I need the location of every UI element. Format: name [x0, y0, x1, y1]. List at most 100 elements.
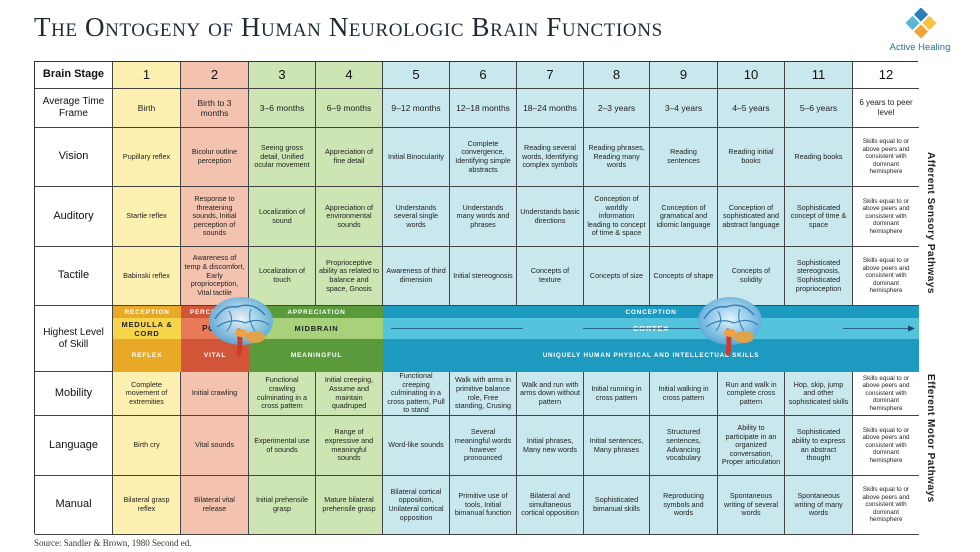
- language-stage-8: Initial sentences, Many phrases: [584, 416, 650, 476]
- mobility-stage-4: Initial creeping, Assume and maintain qu…: [316, 372, 383, 416]
- skill-appreciation: APPRECIATION: [249, 306, 384, 318]
- stage-8: 8: [584, 62, 650, 89]
- manual-stage-1: Bilateral grasp reflex: [113, 476, 181, 535]
- mobility-stage-8: Initial running in cross pattern: [584, 372, 650, 416]
- auditory-stage-11: Sophisticated concept of time & space: [785, 187, 853, 247]
- language-stage-4: Range of expressive and meaningful sound…: [316, 416, 383, 476]
- source-citation: Source: Sandler & Brown, 1980 Second ed.: [34, 538, 192, 548]
- mobility-stage-10: Run and walk in complete cross pattern: [718, 372, 785, 416]
- vision-stage-12: Skills equal to or above peers and consi…: [853, 128, 919, 187]
- auditory-stage-5: Understands several single words: [383, 187, 450, 247]
- vision-stage-2: Bicolur outline perception: [181, 128, 249, 187]
- time-stage-3: 3–6 months: [249, 89, 316, 128]
- mobility-stage-7: Walk and run with arms down without patt…: [517, 372, 584, 416]
- active-healing-logo: Active Healing: [870, 7, 970, 56]
- mobility-stage-12: Skills equal to or above peers and consi…: [853, 372, 919, 416]
- logo-name: Active Healing: [889, 42, 951, 53]
- cortex-arrow-icon: [391, 325, 915, 332]
- manual-stage-4: Mature bilateral prehensile grasp: [316, 476, 383, 535]
- vision-stage-1: Pupillary reflex: [113, 128, 181, 187]
- row-header-auditory: Auditory: [35, 187, 113, 247]
- time-stage-11: 5–6 years: [785, 89, 853, 128]
- auditory-stage-7: Understands basic directions: [517, 187, 584, 247]
- vision-stage-7: Reading several words, Identifying compl…: [517, 128, 584, 187]
- language-stage-9: Structured sentences, Advancing vocabula…: [650, 416, 718, 476]
- tactile-stage-12: Skills equal to or above peers and consi…: [853, 247, 919, 306]
- tactile-stage-6: Initial stereognosis: [450, 247, 517, 306]
- stage-9: 9: [650, 62, 718, 89]
- manual-stage-5: Bilateral cortical opposition, Unilatera…: [383, 476, 450, 535]
- row-header-manual: Manual: [35, 476, 113, 535]
- stage-10: 10: [718, 62, 785, 89]
- row-header-skill: Highest Level of Skill: [35, 306, 113, 372]
- stage-2: 2: [181, 62, 249, 89]
- mobility-stage-1: Complete movement of extremities: [113, 372, 181, 416]
- stage-1: 1: [113, 62, 181, 89]
- vision-stage-10: Reading initial books: [718, 128, 785, 187]
- manual-stage-3: Initial prehensile grasp: [249, 476, 316, 535]
- vision-stage-6: Complete convergence, Identifying simple…: [450, 128, 517, 187]
- language-stage-5: Word-like sounds: [383, 416, 450, 476]
- manual-stage-2: Bilateral vital release: [181, 476, 249, 535]
- tactile-stage-3: Localization of touch: [249, 247, 316, 306]
- logo-mark-icon: [905, 7, 937, 39]
- vision-stage-11: Reading books: [785, 128, 853, 187]
- stage-12: 12: [853, 62, 919, 89]
- mobility-stage-11: Hop, skip, jump and other sophisticated …: [785, 372, 853, 416]
- tactile-stage-9: Concepts of shape: [650, 247, 718, 306]
- manual-stage-12: Skills equal to or above peers and consi…: [853, 476, 919, 535]
- tactile-stage-5: Awareness of third dimension: [383, 247, 450, 306]
- time-stage-6: 12–18 months: [450, 89, 517, 128]
- auditory-stage-2: Response to threatening sounds, Initial …: [181, 187, 249, 247]
- manual-stage-10: Spontaneous writing of several words: [718, 476, 785, 535]
- vision-stage-9: Reading sentences: [650, 128, 718, 187]
- stage-6: 6: [450, 62, 517, 89]
- manual-stage-11: Spontaneous writing of many words: [785, 476, 853, 535]
- time-stage-1: Birth: [113, 89, 181, 128]
- brain-right-icon: [698, 297, 762, 356]
- language-stage-7: Initial phrases, Many new words: [517, 416, 584, 476]
- tactile-stage-7: Concepts of texture: [517, 247, 584, 306]
- vision-stage-3: Seeing gross detail, Unified ocular move…: [249, 128, 316, 187]
- time-stage-8: 2–3 years: [584, 89, 650, 128]
- skill-reception: RECEPTION: [113, 306, 181, 318]
- skill-uniquely-human: UNIQUELY HUMAN PHYSICAL AND INTELLECTUAL…: [383, 339, 919, 372]
- mobility-stage-9: Initial walking in cross pattern: [650, 372, 718, 416]
- vision-stage-8: Reading phrases, Reading many words: [584, 128, 650, 187]
- row-header-stage: Brain Stage: [35, 62, 113, 89]
- skill-meaningful: MEANINGFUL: [249, 339, 384, 372]
- manual-stage-9: Reproducing symbols and words: [650, 476, 718, 535]
- mobility-stage-6: Walk with arms in primitive balance role…: [450, 372, 517, 416]
- row-header-time: Average Time Frame: [35, 89, 113, 128]
- row-header-mobility: Mobility: [35, 372, 113, 416]
- language-stage-6: Several meaningful words however pronoun…: [450, 416, 517, 476]
- tactile-stage-10: Concepts of solidity: [718, 247, 785, 306]
- auditory-stage-9: Conception of gramatical and idiomic lan…: [650, 187, 718, 247]
- time-stage-2: Birth to 3 months: [181, 89, 249, 128]
- time-stage-12: 6 years to peer level: [853, 89, 919, 128]
- mobility-stage-3: Functional crawling culminating in a cro…: [249, 372, 316, 416]
- language-stage-1: Birth cry: [113, 416, 181, 476]
- stage-7: 7: [517, 62, 584, 89]
- tactile-stage-1: Babinski reflex: [113, 247, 181, 306]
- page-title: The Ontogeny of Human Neurologic Brain F…: [34, 12, 663, 42]
- stage-11: 11: [785, 62, 853, 89]
- vision-stage-5: Initial Binocularity: [383, 128, 450, 187]
- efferent-label: Efferent Motor Pathways: [925, 374, 936, 503]
- time-stage-7: 18–24 months: [517, 89, 584, 128]
- skill-conception: CONCEPTION: [383, 306, 919, 318]
- language-stage-3: Experimental use of sounds: [249, 416, 316, 476]
- row-header-tactile: Tactile: [35, 247, 113, 306]
- time-stage-5: 9–12 months: [383, 89, 450, 128]
- language-stage-10: Ability to participate in an organized c…: [718, 416, 785, 476]
- row-header-vision: Vision: [35, 128, 113, 187]
- auditory-stage-4: Appreciation of environmental sounds: [316, 187, 383, 247]
- time-stage-9: 3–4 years: [650, 89, 718, 128]
- mobility-stage-5: Functional creeping culminating in a cro…: [383, 372, 450, 416]
- time-stage-10: 4–5 years: [718, 89, 785, 128]
- skill-medulla: MEDULLA & CORD: [113, 318, 181, 339]
- skill-reflex: REFLEX: [113, 339, 181, 372]
- stage-3: 3: [249, 62, 316, 89]
- tactile-stage-8: Concepts of size: [584, 247, 650, 306]
